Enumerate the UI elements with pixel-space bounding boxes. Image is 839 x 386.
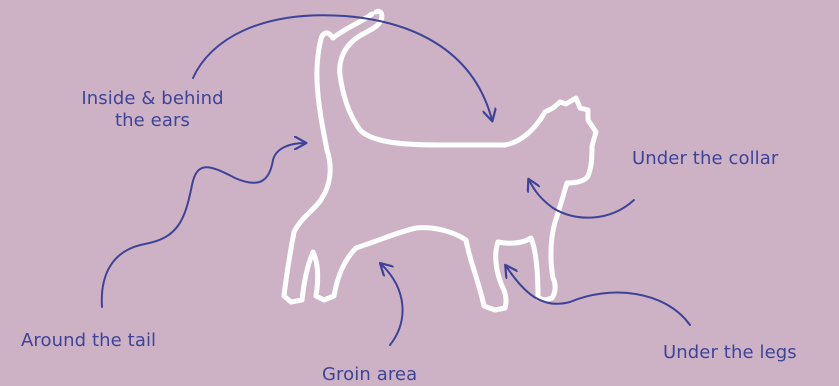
collar-label: Under the collar bbox=[632, 148, 778, 170]
groin-label: Groin area bbox=[322, 364, 417, 386]
collar-arrow bbox=[529, 180, 634, 218]
tail-label: Around the tail bbox=[21, 330, 156, 352]
ears-label-line2: the ears bbox=[60, 110, 245, 132]
ears-label-line1: Inside & behind bbox=[60, 88, 245, 110]
cat-outline bbox=[284, 11, 596, 310]
legs-arrow bbox=[506, 266, 690, 325]
legs-label: Under the legs bbox=[663, 342, 797, 364]
ears-label: Inside & behind the ears bbox=[60, 88, 245, 132]
groin-arrow bbox=[381, 264, 403, 345]
tail-arrow bbox=[102, 143, 305, 307]
